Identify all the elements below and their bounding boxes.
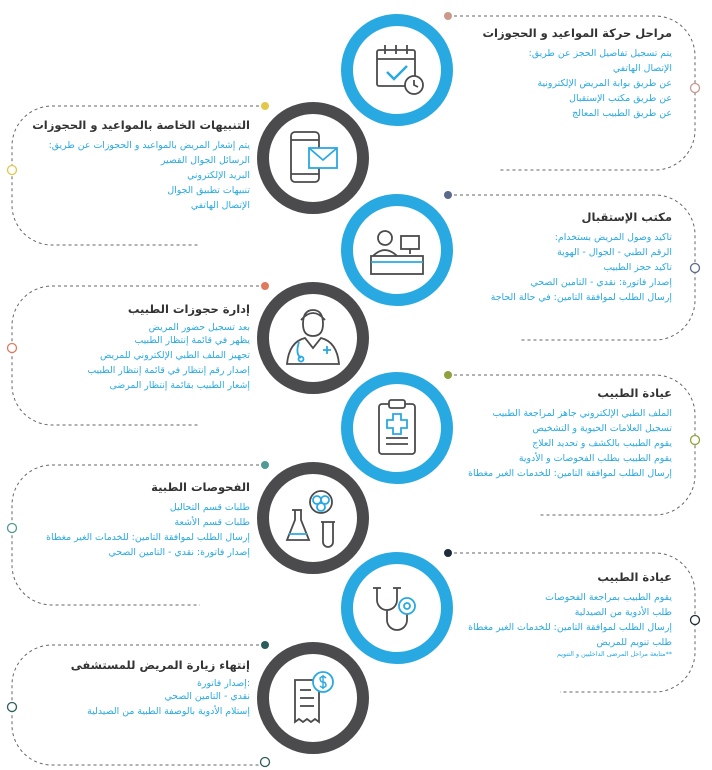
step-title: عيادة الطبيب [597,386,672,400]
step-ring [341,14,453,126]
connector-endpoint [689,82,701,94]
step-dot [261,282,269,290]
step-line: الإتصال الهاتفي [190,200,250,211]
step-ring [257,462,369,574]
step-line: طلبات قسم التحاليل [169,502,250,513]
step-line: تاكيد حجز الطبيب [603,262,672,273]
step-line: إصدار فاتورة: نقدي - التامين الصحي [108,547,251,558]
connector-endpoint [689,262,701,274]
step-line: البريد الإلكتروني [187,170,250,181]
connector-endpoint [6,522,18,534]
step-line: يظهر في قائمة إنتظار الطبيب [134,335,250,346]
step-dot [444,12,452,20]
step-dot [444,549,452,557]
step-dot [444,371,452,379]
step-dot [444,191,452,199]
connector-line [11,105,265,246]
step-line: يقوم الطبيب بمراجعة الفحوصات [545,592,672,603]
step-title: مكتب الإستقبال [581,210,672,224]
doctor-icon [286,309,340,365]
step-line: تسجيل العلامات الحيوية و التشخيص [532,423,672,434]
step-dot [261,641,269,649]
connector-endpoint [6,342,18,354]
connector-endpoint [689,434,701,446]
reception-desk-icon [370,230,424,275]
step-line: طلبات قسم الأشعة [174,517,250,528]
step-line: يقوم الطبيب بطلب الفحوصات و الأدوية [518,453,672,464]
step-title: مراحل حركة المواعيد و الحجوزات [482,26,672,40]
step-line: يتم تسجيل تفاصيل الحجز عن طريق: [528,48,672,59]
step-1-block: مراحل حركة المواعيد و الحجوزات يتم تسجيل… [482,26,672,121]
connector-endpoint [689,614,701,626]
step-line: الإتصال الهاتفي [612,63,672,74]
calendar-check-icon [376,45,424,95]
stethoscope-icon [373,587,416,631]
step-line: :إصدار فاتورة [197,678,250,689]
step-2-block: التنبيهات الخاصة بالمواعيد و الحجوزات يت… [32,118,250,213]
step-line: إصدار رقم إنتظار في قائمة إنتظار الطبيب [87,365,250,376]
invoice-dollar-icon [294,671,334,724]
connector-endpoint [6,164,18,176]
step-line: طلب الأدوية من الصيدلية [574,607,672,618]
step-line: إرسال الطلب لموافقة التامين: للخدمات الغ… [468,468,672,479]
step-line: يتم إشعار المريض بالمواعيد و الحجوزات عن… [48,140,250,151]
step-line: عن طريق مكتب الإستقبال [569,93,672,104]
step-5-block: عيادة الطبيب الملف الطبي الإلكتروني جاهز… [468,386,672,481]
step-line: عن طريق الطبيب المعالج [572,108,672,119]
step-dot [261,102,269,110]
connector-line [11,464,265,606]
step-ring [341,372,453,484]
step-line: إشعار الطبيب بقائمة إنتظار المرضى [109,380,250,391]
step-title: الفحوصات الطبية [151,480,250,494]
connector-endpoint [259,756,271,768]
clipboard-medical-icon [378,399,416,455]
step-line: نقدي - التامين الصحي [164,691,250,702]
step-title: إنتهاء زيارة المريض للمستشفى [70,658,250,672]
step-line: إصدار فاتورة: نقدي - التامين الصحي [530,277,673,288]
step-ring [341,194,453,306]
step-line: الملف الطبي الإلكتروني جاهز لمراجعة الطب… [492,408,672,419]
step-line: طلب تنويم للمريض [596,637,672,648]
connector-line [11,285,265,426]
step-line: تجهيز الملف الطبي الإلكتروني للمريض [100,350,250,361]
step-line: تاكيد وصول المريض بستخدام: [554,232,672,243]
step-ring [257,282,369,394]
connector-line [448,374,696,516]
step-3-block: مكتب الإستقبال تاكيد وصول المريض بستخدام… [491,210,672,305]
mobile-message-icon [290,131,338,183]
step-line: تنبيهات تطبيق الجوال [167,185,250,196]
step-note: **متابعة مراحل المرضى الداخليين و التنوي… [557,650,672,658]
step-6-block: الفحوصات الطبية طلبات قسم التحاليل طلبات… [46,480,250,560]
step-line: يقوم الطبيب بالكشف و تحديد العلاج [532,438,672,449]
step-7-block: عيادة الطبيب يقوم الطبيب بمراجعة الفحوصا… [468,570,672,659]
step-ring [341,552,453,664]
step-line: الرقم الطبي - الجوال - الهوية [557,247,672,258]
step-line: إرسال الطلب لموافقة التامين: للخدمات الغ… [468,622,672,633]
step-line: بعد تسجيل حضور المريض [148,322,250,333]
step-line: إرسال الطلب لموافقة التامين: في حالة الح… [490,292,672,303]
step-line: إرسال الطلب لموافقة التامين: للخدمات الغ… [46,532,250,543]
step-line: عن طريق بوابة المريض الإلكترونية [537,78,672,89]
step-title: التنبيهات الخاصة بالمواعيد و الحجوزات [32,118,250,132]
step-8-block: إنتهاء زيارة المريض للمستشفى :إصدار فاتو… [71,658,250,719]
step-line: إستلام الأدوية بالوصفة الطبية من الصيدلي… [87,706,250,717]
step-dot [261,461,269,469]
step-title: عيادة الطبيب [597,570,672,584]
connector-line [448,552,696,693]
step-title: إدارة حجوزات الطبيب [127,302,250,316]
step-line: الرسائل الجوال القصير [160,155,250,166]
lab-flask-icon [285,490,335,548]
step-4-block: إدارة حجوزات الطبيب بعد تسجيل حضور المري… [87,302,250,393]
connector-endpoint [6,701,18,713]
